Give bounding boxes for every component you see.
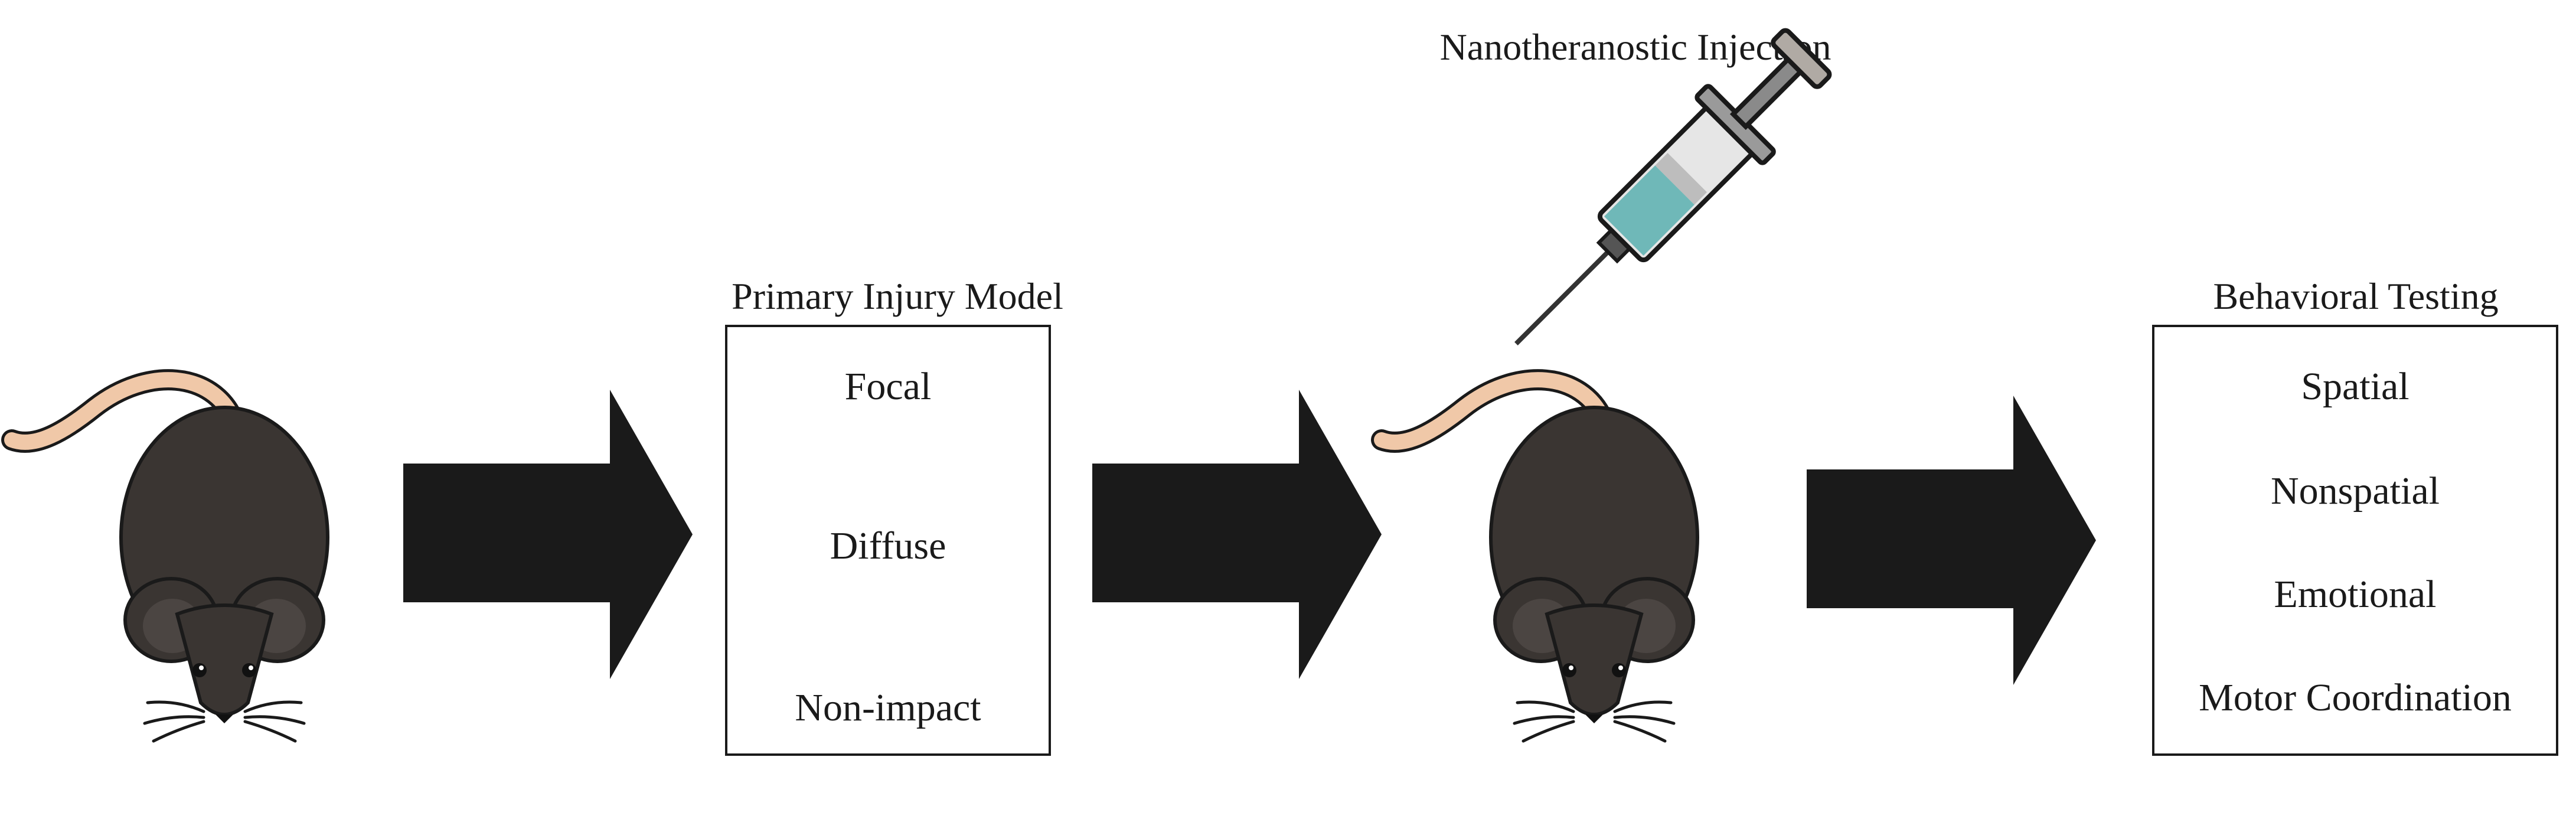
list-item: Diffuse [830,524,946,567]
list-item: Non-impact [795,686,981,729]
list-item: Spatial [2301,365,2410,408]
primary-injury-box: Focal Diffuse Non-impact [725,325,1051,756]
list-item: Emotional [2274,573,2437,616]
arrow-icon [1092,390,1382,679]
mouse-icon [1371,369,1699,743]
arrow-icon [403,390,693,679]
syringe-icon [1514,28,1832,345]
behavioral-testing-box: Spatial Nonspatial Emotional Motor Coord… [2152,325,2558,756]
behavioral-testing-title: Behavioral Testing [2213,275,2499,317]
list-item: Motor Coordination [2199,676,2512,719]
injection-title: Nanotheranostic Injection [1439,26,1831,68]
mouse-icon [1,369,329,743]
primary-injury-title: Primary Injury Model [732,275,1063,317]
list-item: Nonspatial [2271,469,2440,513]
list-item: Focal [844,365,932,408]
arrow-icon [1807,396,2096,685]
